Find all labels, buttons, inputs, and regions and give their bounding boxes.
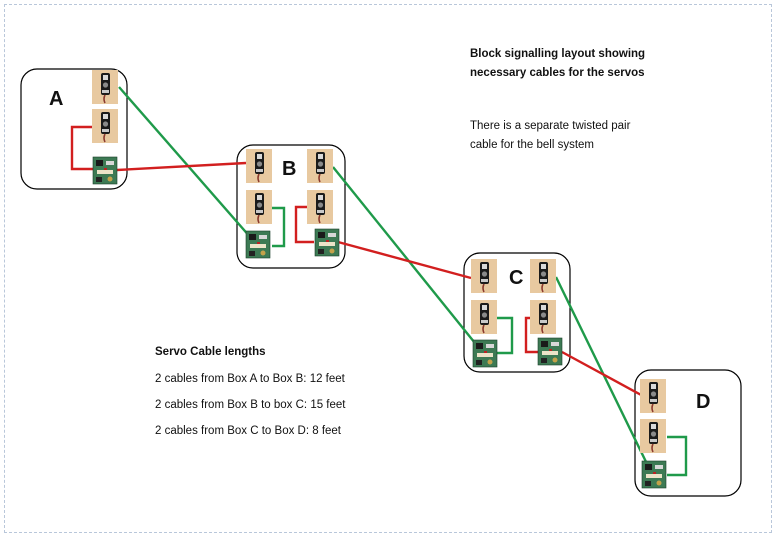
servo-icon [529, 299, 557, 335]
servo-icon [470, 258, 498, 294]
cable-b-internal-red [294, 205, 314, 244]
diagram-frame [4, 4, 772, 533]
box-label-d: D [696, 391, 711, 413]
servo-icon [470, 299, 498, 335]
servo-icon [245, 148, 273, 184]
box-label-a: A [49, 88, 64, 110]
controller-board-icon [472, 339, 498, 368]
cable-a-b-red [116, 161, 247, 172]
cable-b-internal-green [270, 206, 286, 248]
cable-d-internal-green [667, 435, 688, 477]
cable-b-c-red [337, 240, 472, 280]
cable-length-item: 2 cables from Box A to Box B: 12 feet [155, 373, 345, 385]
controller-board-icon [245, 230, 271, 259]
cable-length-item: 2 cables from Box B to box C: 15 feet [155, 399, 346, 411]
controller-board-icon [537, 337, 563, 366]
servo-icon [306, 189, 334, 225]
controller-board-icon [641, 460, 667, 489]
title-line-2: necessary cables for the servos [470, 67, 645, 79]
cable-a-internal-red [70, 125, 95, 171]
servo-icon [91, 108, 119, 144]
servo-icon [639, 418, 667, 454]
controller-board-icon [92, 156, 118, 185]
note-line-1: There is a separate twisted pair [470, 120, 631, 132]
note-line-2: cable for the bell system [470, 139, 595, 151]
servo-icon [639, 378, 667, 414]
cable-c-d-red [561, 350, 644, 398]
servo-icon [306, 148, 334, 184]
box-label-b: B [282, 158, 297, 180]
box-label-c: C [509, 267, 524, 289]
cable-lengths-heading: Servo Cable lengths [155, 346, 266, 358]
servo-icon [245, 189, 273, 225]
cable-length-item: 2 cables from Box C to Box D: 8 feet [155, 425, 341, 437]
title-line-1: Block signalling layout showing [470, 48, 646, 60]
servo-icon [91, 69, 119, 105]
controller-board-icon [314, 228, 340, 257]
servo-icon [529, 258, 557, 294]
cable-c-internal-green [496, 316, 514, 355]
